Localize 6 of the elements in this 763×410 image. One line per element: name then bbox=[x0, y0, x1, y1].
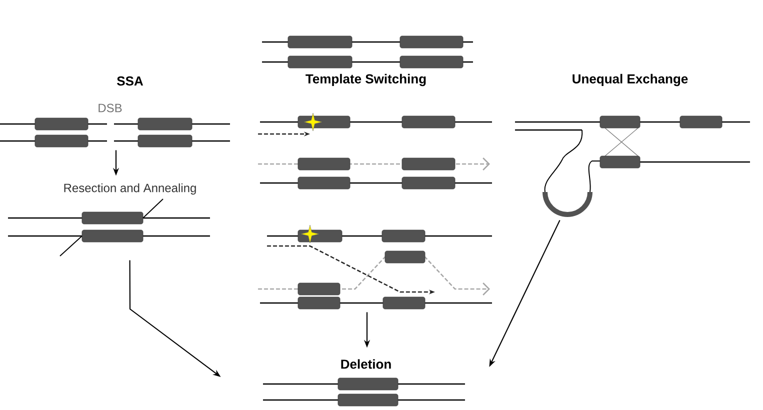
step-label: Resection and Annealing bbox=[64, 183, 196, 195]
panel-heading: Deletion bbox=[341, 359, 391, 369]
panel-heading: SSA bbox=[117, 76, 144, 86]
break-label: DSB bbox=[98, 104, 122, 112]
panel-heading: Template Switching bbox=[306, 74, 426, 86]
panel-heading: Unequal Exchange bbox=[572, 74, 688, 86]
